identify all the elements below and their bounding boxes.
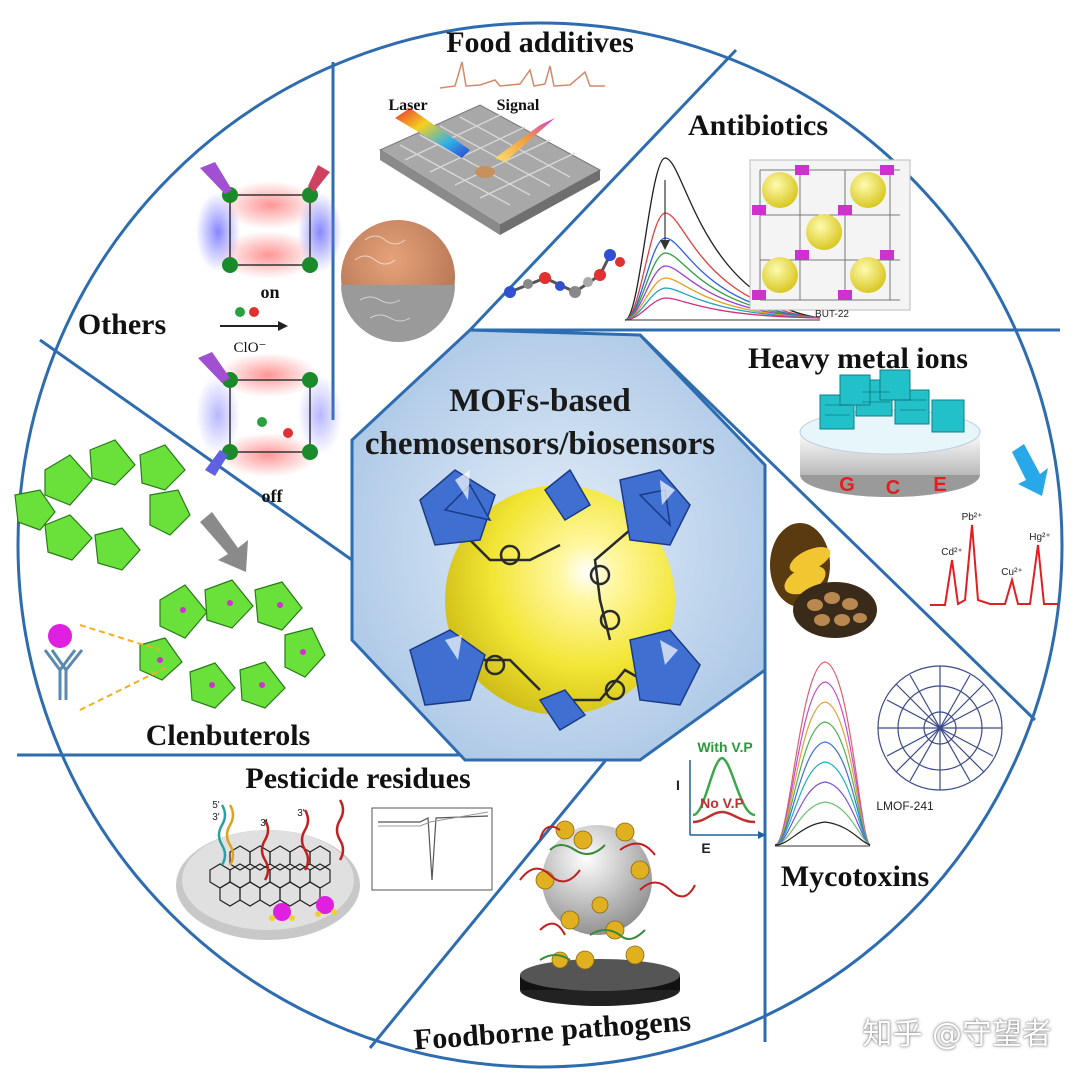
heavy-metal-ions-title: Heavy metal ions — [748, 342, 968, 375]
annotation-labels: Laser Signal on ClO⁻ off — [234, 97, 540, 506]
small-labels: BUT-22 LMOF-241 G C E Cd²⁺ Pb²⁺ Cu²⁺ Hg²… — [212, 309, 1050, 856]
center-panel — [350, 328, 767, 762]
mof-metal-clusters — [409, 468, 701, 732]
no-vp-label: No V.P — [700, 795, 744, 811]
lmof-241-framework — [877, 665, 1003, 791]
switch-on-label: on — [260, 282, 279, 302]
pesticide-residues-title: Pesticide residues — [245, 762, 470, 795]
electrode-letter-e: E — [933, 474, 946, 496]
but-22-label: BUT-22 — [815, 309, 849, 320]
signal-label: Signal — [497, 97, 540, 114]
mycotoxins-illustration — [770, 523, 1003, 847]
strand-label-3b: 3' — [260, 818, 268, 829]
foodborne-pathogens-illustration — [519, 756, 766, 1006]
antibody-icon — [43, 649, 84, 700]
watermark: 知乎 @守望者 — [862, 1017, 1052, 1052]
sector-dividers — [17, 48, 1060, 1049]
pesticide-residues-illustration — [176, 799, 493, 940]
laser-label: Laser — [388, 97, 427, 114]
strand-label-3a: 3' — [212, 812, 220, 823]
electrode-letter-c: C — [886, 477, 900, 499]
strand-label-5: 5' — [212, 800, 220, 811]
curve-no-vp — [692, 810, 756, 824]
others-illustration — [196, 162, 342, 477]
center-title-line-1: MOFs-based — [449, 383, 631, 419]
food-additives-illustration — [341, 61, 605, 342]
others-title: Others — [78, 308, 166, 341]
clenbuterols-title: Clenbuterols — [146, 719, 310, 752]
food-additives-title: Food additives — [446, 26, 634, 59]
peak-label-cd: Cd²⁺ — [941, 547, 962, 558]
heavy-metal-ions-illustration — [799, 369, 1058, 606]
curve-with-vp — [692, 756, 756, 817]
center-title-line-2: chemosensors/biosensors — [364, 426, 716, 462]
with-vp-label: With V.P — [697, 739, 752, 755]
peak-label-pb: Pb²⁺ — [962, 512, 983, 523]
switch-off-label: off — [262, 486, 284, 506]
axis-label-i: I — [676, 777, 680, 793]
electrode-letter-g: G — [839, 474, 855, 496]
peak-label-hg: Hg²⁺ — [1029, 532, 1050, 543]
antibiotics-title: Antibiotics — [688, 109, 828, 142]
peak-label-cu: Cu²⁺ — [1001, 567, 1022, 578]
raman-spectrum — [439, 61, 605, 89]
axis-label-e: E — [701, 840, 710, 856]
sector-titles: Food additives Antibiotics Heavy metal i… — [78, 26, 968, 1057]
strand-label-3c: 3' — [297, 808, 305, 819]
but-22-framework — [749, 159, 911, 311]
antibiotics-illustration — [504, 157, 911, 321]
mycotoxins-title: Mycotoxins — [781, 860, 929, 893]
stripping-voltammogram — [930, 524, 1058, 606]
clenbuterols-illustration — [14, 439, 326, 711]
lmof-241-label: LMOF-241 — [876, 799, 934, 813]
mof-cage-sphere — [445, 485, 675, 715]
switch-reagent-label: ClO⁻ — [234, 340, 267, 356]
